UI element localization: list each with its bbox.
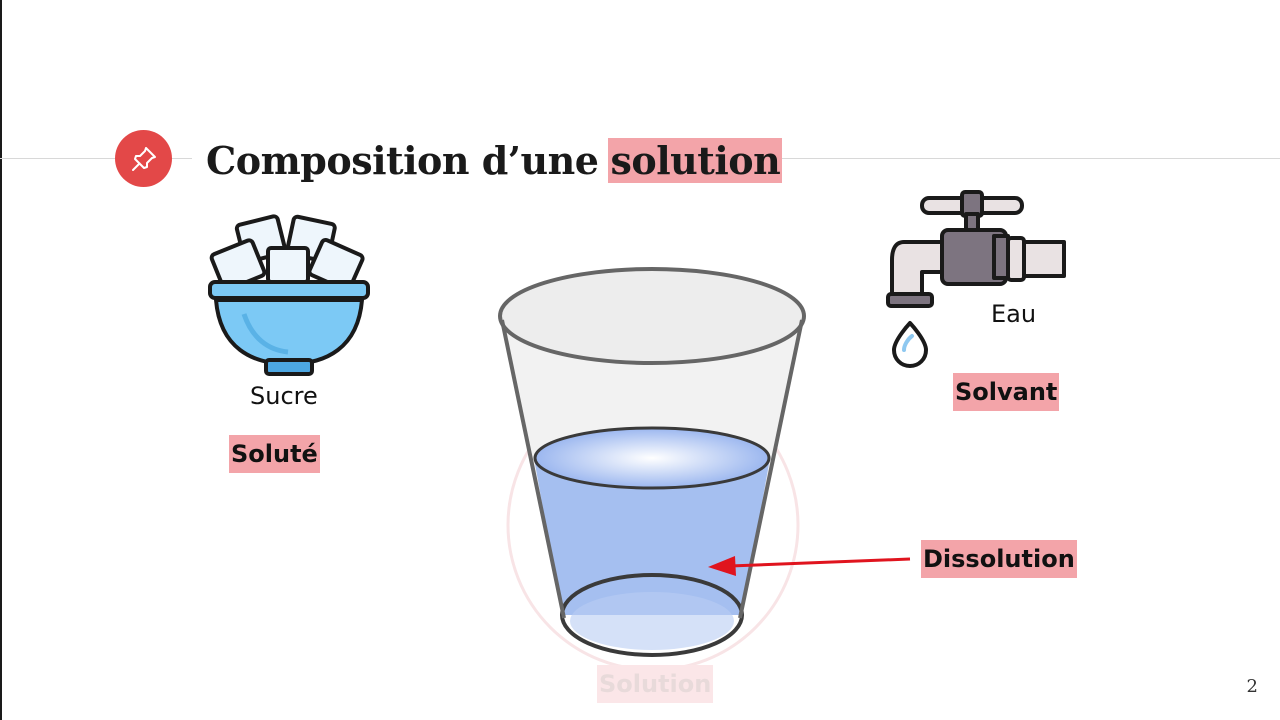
sugar-bowl-icon — [208, 214, 370, 376]
pushpin-icon — [115, 130, 172, 187]
sugar-label: Sucre — [250, 382, 318, 410]
arrow-icon — [708, 556, 911, 576]
solution-tag: Solution — [597, 665, 714, 703]
title-highlight: solution — [608, 137, 783, 183]
header-rule-right — [742, 158, 1280, 159]
water-glass-icon — [498, 267, 806, 670]
title-text: Composition d’une — [206, 137, 599, 183]
solute-tag: Soluté — [229, 435, 320, 473]
water-label: Eau — [991, 300, 1037, 328]
water-tap-icon — [886, 190, 1066, 368]
header-rule-left — [0, 158, 192, 159]
slide-border — [0, 0, 2, 720]
dissolution-tag: Dissolution — [921, 540, 1077, 578]
solvent-tag: Solvant — [953, 373, 1060, 411]
slide-title: Composition d’une solution — [206, 134, 783, 186]
page-number: 2 — [1246, 676, 1258, 697]
water-drop-icon — [892, 321, 928, 368]
